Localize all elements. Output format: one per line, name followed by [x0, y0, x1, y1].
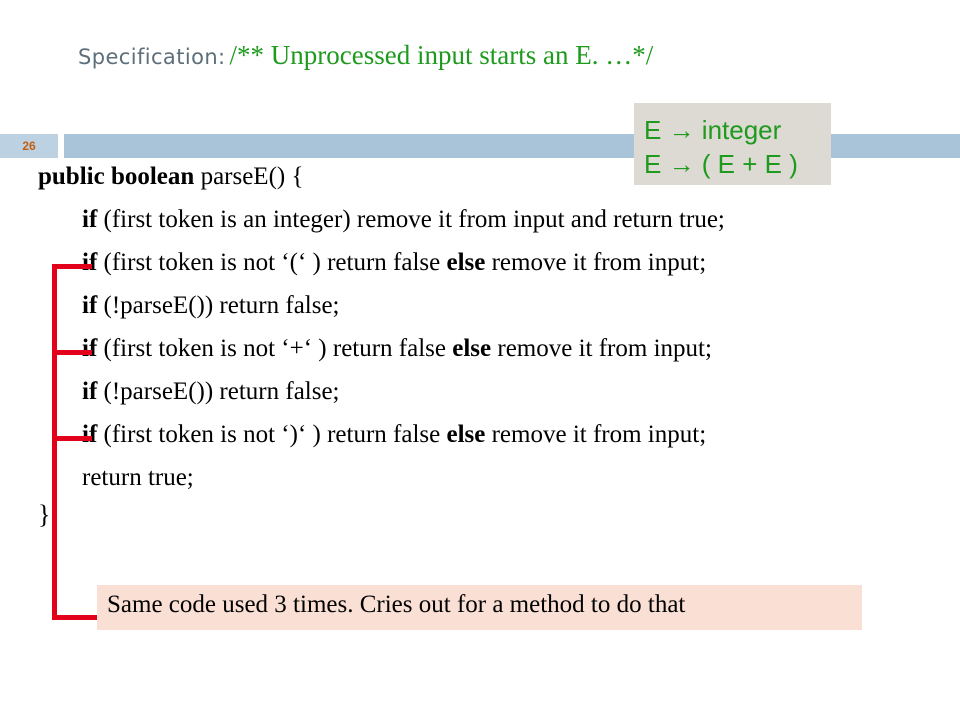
- code-text: (!parseE()) return false;: [97, 378, 340, 405]
- keyword-else: else: [446, 249, 486, 276]
- code-line: if (!parseE()) return false;: [82, 292, 340, 320]
- keyword: if: [82, 421, 98, 448]
- signature-rest: parseE() {: [194, 163, 304, 190]
- method-signature: public boolean parseE() {: [38, 163, 303, 191]
- code-text: return true;: [82, 464, 194, 491]
- keyword-else: else: [446, 421, 486, 448]
- keyword: if: [82, 378, 98, 405]
- closing-brace: }: [38, 500, 51, 529]
- code-line: if (first token is an integer) remove it…: [82, 206, 725, 234]
- grammar-rule-sum: E → ( E + E ): [644, 149, 798, 179]
- bracket-tick-paren-close: [52, 436, 92, 441]
- code-line: if (!parseE()) return false;: [82, 378, 340, 406]
- keyword: if: [82, 249, 98, 276]
- title-comment: /** Unprocessed input starts an E. …*/: [229, 40, 654, 70]
- code-text: (first token is an integer) remove it fr…: [97, 206, 725, 233]
- code-text: (first token is not ‘)‘ ) return false: [97, 421, 447, 448]
- code-text: remove it from input;: [485, 249, 707, 276]
- slide-number: 26: [22, 139, 36, 153]
- code-line: if (first token is not ‘(‘ ) return fals…: [82, 249, 706, 277]
- code-text: (first token is not ‘+‘ ) return false: [97, 335, 453, 362]
- grammar-box: E → integer E → ( E + E ): [634, 103, 831, 185]
- bracket-tick-paren-open: [52, 264, 92, 269]
- bracket-vertical-line: [52, 264, 57, 620]
- keyword: if: [82, 206, 98, 233]
- title-label: Specification:: [78, 45, 226, 69]
- bracket-tick-note: [52, 615, 97, 620]
- code-text: (first token is not ‘(‘ ) return false: [97, 249, 447, 276]
- keyword-public-boolean: public boolean: [38, 163, 195, 190]
- slide-number-bar: [0, 134, 58, 158]
- grammar-rule-integer: E → integer: [644, 115, 782, 145]
- code-text: remove it from input;: [485, 421, 707, 448]
- note-text: Same code used 3 times. Cries out for a …: [107, 591, 686, 618]
- note-box: Same code used 3 times. Cries out for a …: [97, 585, 862, 630]
- keyword-else: else: [452, 335, 492, 362]
- code-line: if (first token is not ‘+‘ ) return fals…: [82, 335, 712, 363]
- header-bar-separator: [59, 134, 63, 158]
- slide-title: Specification: /** Unprocessed input sta…: [78, 40, 653, 71]
- keyword: if: [82, 335, 98, 362]
- code-line: if (first token is not ‘)‘ ) return fals…: [82, 421, 706, 449]
- code-text: (!parseE()) return false;: [97, 292, 340, 319]
- keyword: if: [82, 292, 98, 319]
- code-line: return true;: [82, 464, 194, 492]
- code-text: remove it from input;: [491, 335, 712, 362]
- bracket-tick-plus: [52, 350, 92, 355]
